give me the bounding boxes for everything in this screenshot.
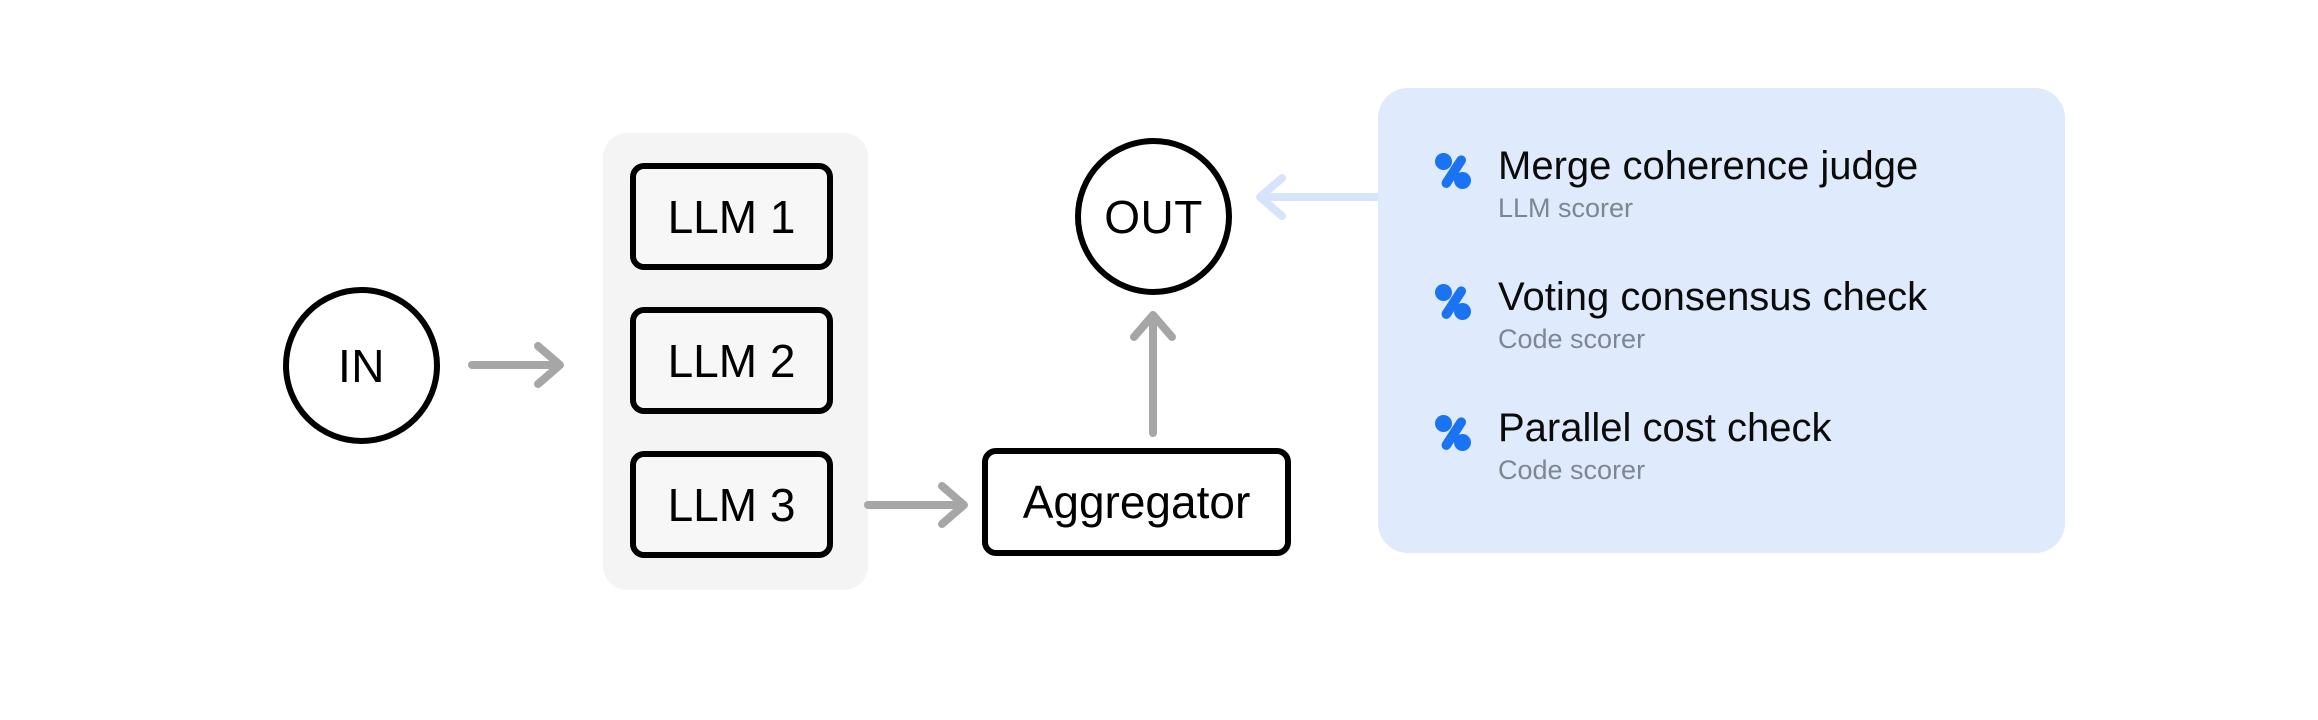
percent-scorer-icon [1432, 412, 1474, 454]
scorer-text: Merge coherence judge LLM scorer [1498, 144, 1918, 224]
percent-scorer-icon [1432, 150, 1474, 192]
scorer-subtitle: Code scorer [1498, 323, 1646, 354]
scorer-item[interactable]: Merge coherence judge LLM scorer [1432, 144, 2025, 224]
node-llm-3[interactable]: LLM 3 [630, 451, 833, 558]
scorer-title: Merge coherence judge [1498, 144, 1919, 188]
arrow-llm3-to-aggregator [864, 480, 981, 530]
node-input[interactable]: IN [283, 287, 440, 444]
node-llm-1[interactable]: LLM 1 [630, 163, 833, 270]
scorer-subtitle: Code scorer [1498, 455, 1646, 486]
arrow-panel-to-out [1248, 170, 1390, 230]
node-aggregator[interactable]: Aggregator [982, 448, 1291, 556]
scorer-item[interactable]: Voting consensus check Code scorer [1432, 275, 2025, 355]
parallel-llm-group[interactable]: LLM 1 LLM 2 LLM 3 [603, 133, 868, 590]
node-llm-3-label: LLM 3 [667, 478, 796, 531]
arrow-in-to-group [468, 340, 580, 390]
scorer-title: Voting consensus check [1498, 275, 1928, 320]
node-llm-2-label: LLM 2 [667, 334, 796, 387]
scorer-title: Parallel cost check [1498, 406, 1832, 451]
arrow-aggregator-to-out [1128, 305, 1178, 437]
node-aggregator-label: Aggregator [1022, 476, 1251, 528]
scorer-text: Voting consensus check Code scorer [1498, 275, 1927, 355]
percent-scorer-icon [1432, 281, 1474, 323]
scorer-item[interactable]: Parallel cost check Code scorer [1432, 406, 2025, 486]
scorer-panel: Merge coherence judge LLM scorer Voting … [1378, 88, 2065, 553]
node-output-label: OUT [1104, 190, 1203, 243]
node-input-label: IN [338, 339, 385, 392]
scorer-text: Parallel cost check Code scorer [1498, 406, 1831, 486]
scorer-subtitle: LLM scorer [1498, 192, 1634, 223]
node-llm-1-label: LLM 1 [667, 190, 796, 243]
node-output[interactable]: OUT [1075, 138, 1232, 295]
node-llm-2[interactable]: LLM 2 [630, 307, 833, 414]
